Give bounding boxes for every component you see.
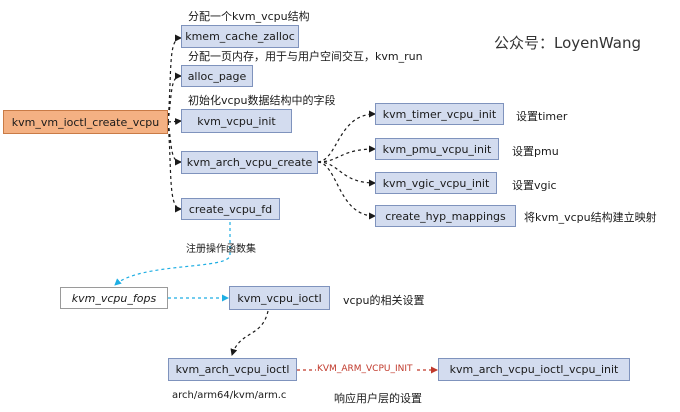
note-pmu: 设置pmu [512, 145, 559, 158]
node-kvm-vgic-vcpu-init: kvm_vgic_vcpu_init [375, 172, 497, 194]
note-source-file: arch/arm64/kvm/arm.c [172, 390, 287, 401]
note-alloc: 分配一页内存，用于与用户空间交互，kvm_run [188, 50, 423, 63]
note-fops: 注册操作函数集 [186, 244, 256, 255]
node-kvm-pmu-vcpu-init: kvm_pmu_vcpu_init [375, 138, 499, 160]
node-kmem-cache-zalloc: kmem_cache_zalloc [181, 25, 299, 48]
edge-ioctl-to-arch-ioctl [230, 310, 269, 356]
note-ioctl: vcpu的相关设置 [343, 294, 425, 307]
node-create-vcpu-fd: create_vcpu_fd [181, 198, 280, 220]
node-kvm-arch-vcpu-ioctl-vcpu-init: kvm_arch_vcpu_ioctl_vcpu_init [438, 358, 630, 381]
edge-arch-to-hyp [317, 161, 376, 220]
node-kvm-vcpu-fops: kvm_vcpu_fops [60, 287, 168, 309]
node-kvm-vcpu-ioctl: kvm_vcpu_ioctl [229, 286, 330, 310]
note-response: 响应用户层的设置 [334, 392, 422, 405]
edge-create-fd-to-fops [114, 222, 231, 286]
note-hyp: 将kvm_vcpu结构建立映射 [524, 211, 657, 224]
edge-arch-to-vgic [317, 161, 376, 187]
node-kvm-arch-vcpu-ioctl: kvm_arch_vcpu_ioctl [168, 358, 297, 381]
node-kvm-vm-ioctl-create-vcpu: kvm_vm_ioctl_create_vcpu [3, 110, 168, 134]
node-kvm-vcpu-init: kvm_vcpu_init [181, 109, 292, 133]
node-kvm-arch-vcpu-create: kvm_arch_vcpu_create [181, 151, 318, 174]
edge-arch-to-pmu [317, 145, 376, 163]
edge-root-to-arch-create [167, 121, 182, 166]
node-kvm-timer-vcpu-init: kvm_timer_vcpu_init [375, 103, 504, 125]
brand-watermark: 公众号：LoyenWang [494, 34, 641, 52]
edge-label-kvm-arm-vcpu-init: KVM_ARM_VCPU_INIT [316, 364, 414, 374]
note-timer: 设置timer [516, 110, 568, 123]
edge-root-to-vcpu-init [167, 117, 182, 125]
node-alloc-page: alloc_page [181, 65, 253, 87]
edge-arch-to-timer [317, 110, 376, 163]
note-vcpu-init: 初始化vcpu数据结构中的字段 [188, 94, 336, 107]
edge-root-to-create-fd [167, 121, 182, 213]
edge-root-to-alloc [167, 72, 182, 123]
note-vgic: 设置vgic [512, 179, 557, 192]
edge-root-to-kmem [167, 34, 182, 123]
node-create-hyp-mappings: create_hyp_mappings [375, 205, 516, 227]
note-kmem: 分配一个kvm_vcpu结构 [188, 10, 310, 23]
